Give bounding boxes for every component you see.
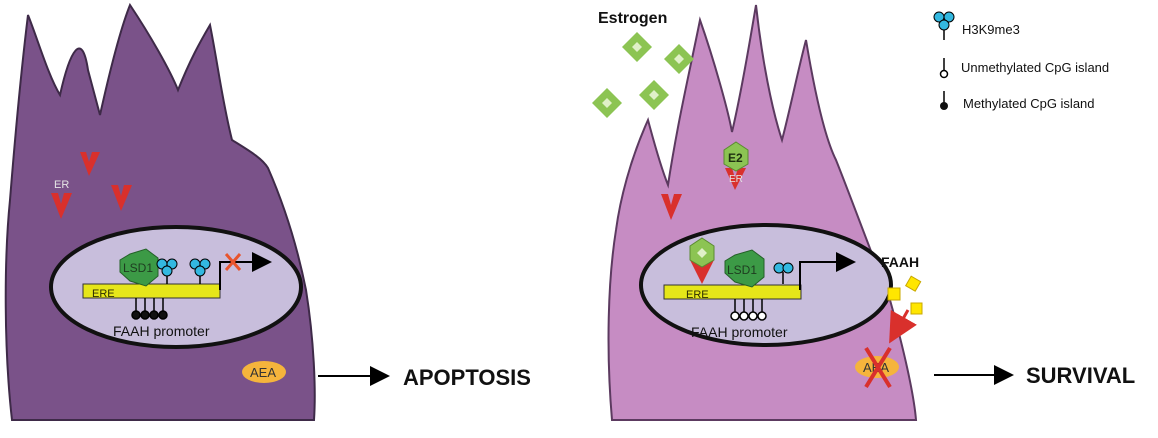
legend-label-unmethylated: Unmethylated CpG island bbox=[961, 60, 1109, 75]
er-receptor-left-1 bbox=[80, 152, 100, 176]
estrogen-molecule-4 bbox=[639, 80, 669, 110]
estrogen-molecules bbox=[592, 32, 694, 118]
lsd1-label-left: LSD1 bbox=[123, 261, 153, 275]
transcription-arrow-left bbox=[219, 252, 272, 290]
er-receptor-left-3 bbox=[111, 185, 132, 211]
estrogen-molecule-2 bbox=[664, 44, 694, 74]
methylated-cpg-left bbox=[131, 298, 168, 320]
h3k9me3-left-1 bbox=[156, 258, 178, 284]
er-e2-on-ere bbox=[689, 237, 715, 284]
ere-label-left: ERE bbox=[92, 288, 115, 300]
outcome-apoptosis: APOPTOSIS bbox=[403, 365, 531, 390]
faah-degrade-arrow bbox=[889, 309, 917, 344]
aea-cross-x bbox=[864, 346, 892, 389]
transcription-arrow-right bbox=[799, 252, 856, 290]
dna-bar-left bbox=[82, 283, 221, 299]
right-cell: E2 ER ERE LSD1 FAAH promote bbox=[607, 4, 923, 421]
left-cell: ER ERE LSD1 bbox=[4, 2, 316, 421]
block-x-left bbox=[224, 253, 242, 271]
h3k9me3-right bbox=[773, 262, 794, 284]
estrogen-molecule-1 bbox=[622, 32, 652, 62]
h3k9me3-icon bbox=[933, 11, 955, 40]
left-cell-body bbox=[4, 2, 316, 421]
aea-label-left: AEA bbox=[250, 365, 276, 380]
unmethylated-cpg-icon bbox=[939, 58, 949, 79]
estrogen-molecule-3 bbox=[592, 88, 622, 118]
lsd1-left bbox=[119, 248, 159, 287]
aea-left bbox=[242, 361, 286, 383]
er-label-left: ER bbox=[54, 179, 69, 191]
er-receptor-right-free bbox=[661, 194, 682, 220]
promoter-label-left: FAAH promoter bbox=[113, 323, 210, 339]
estrogen-label: Estrogen bbox=[598, 10, 667, 27]
lsd1-label-right: LSD1 bbox=[727, 263, 757, 277]
legend: H3K9me3 Unmethylated CpG island Methylat… bbox=[933, 11, 1109, 111]
dna-bar-right bbox=[663, 284, 802, 300]
methylated-cpg-icon bbox=[940, 91, 948, 110]
e2-label: E2 bbox=[728, 151, 743, 165]
lsd1-right bbox=[724, 249, 765, 288]
ere-label-right: ERE bbox=[686, 289, 709, 301]
faah-label: FAAH bbox=[881, 254, 919, 270]
faah-enzymes bbox=[887, 275, 923, 315]
promoter-label-right: FAAH promoter bbox=[691, 324, 788, 340]
er-label-right: ER bbox=[729, 174, 743, 185]
er-receptor-left-2 bbox=[51, 193, 72, 219]
legend-label-methylated: Methylated CpG island bbox=[963, 96, 1095, 111]
h3k9me3-left-2 bbox=[189, 258, 211, 284]
legend-label-h3k9me3: H3K9me3 bbox=[962, 22, 1020, 37]
outcome-survival: SURVIVAL bbox=[1026, 363, 1135, 388]
unmethylated-cpg-right bbox=[730, 299, 767, 321]
e2-er-complex: E2 ER bbox=[723, 141, 749, 190]
